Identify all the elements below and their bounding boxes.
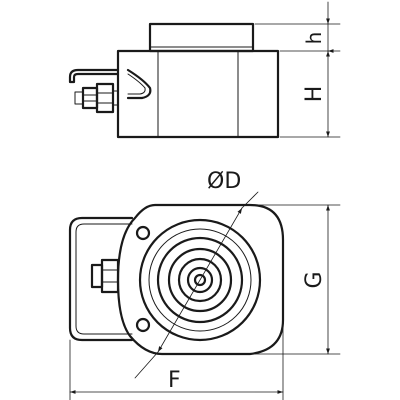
label-F: F	[168, 368, 181, 393]
coupler-side	[74, 82, 119, 114]
dimension-F: F	[69, 319, 284, 400]
dimension-D: ØD	[134, 169, 259, 379]
side-view: h H	[68, 1, 341, 139]
dimension-H: H	[279, 50, 341, 138]
coupler-top	[90, 258, 120, 294]
base-plate	[116, 203, 285, 356]
handle-top	[68, 216, 134, 342]
dimension-G: G	[254, 204, 341, 355]
handle-side	[68, 68, 120, 84]
top-view: ØD G F	[68, 169, 341, 400]
dimension-h: h	[254, 1, 341, 51]
label-H: H	[302, 86, 327, 103]
mount-hole-bottom	[135, 317, 151, 333]
mount-hole-top	[135, 225, 151, 241]
label-h: h	[302, 32, 326, 45]
label-G: G	[302, 271, 327, 288]
label-D: ØD	[207, 169, 241, 194]
